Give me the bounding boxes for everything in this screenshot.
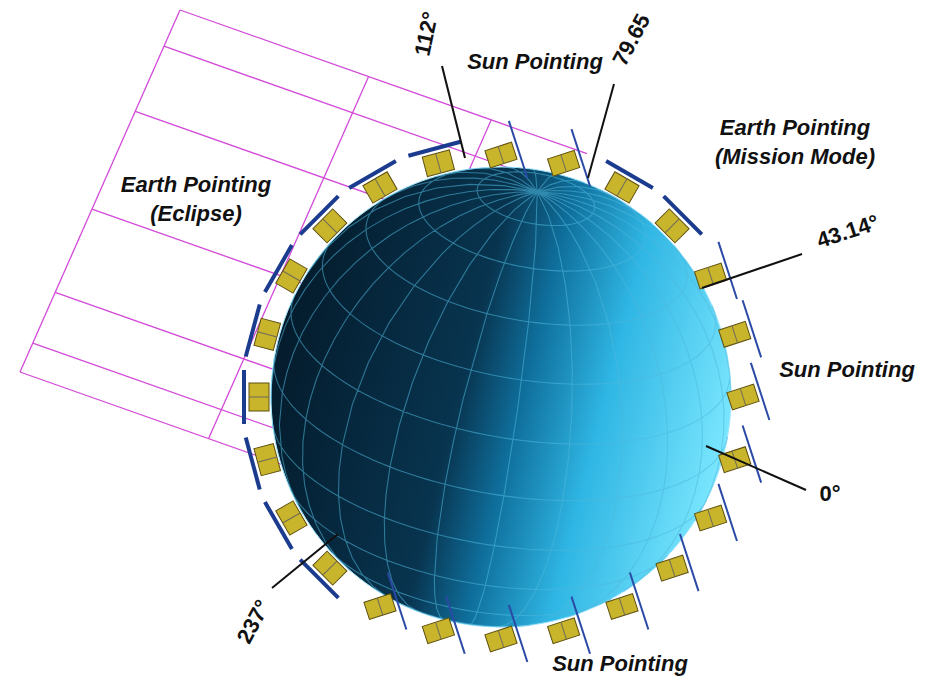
sat-detail: [708, 267, 714, 284]
sat-detail: [323, 219, 337, 233]
cubesat: [712, 300, 761, 367]
sat-body: [719, 321, 751, 347]
sat-detail: [665, 219, 679, 233]
cubesat: [599, 572, 648, 639]
sat-body: [254, 444, 281, 476]
sat-body: [313, 209, 347, 243]
cubesat: [246, 431, 284, 490]
sat-body: [655, 209, 689, 243]
sat-detail: [258, 332, 277, 337]
sat-body: [606, 594, 638, 620]
cubesat: [688, 242, 737, 309]
sat-detail: [708, 509, 714, 526]
sat-detail: [619, 598, 625, 615]
sat-body: [364, 594, 396, 620]
sat-body: [485, 142, 517, 168]
mode-label: Sun Pointing: [467, 48, 603, 77]
leader-line: [588, 84, 614, 178]
cubesat: [300, 196, 356, 252]
sat-body: [422, 150, 454, 177]
cubesat: [357, 572, 406, 639]
satellites: [244, 121, 769, 672]
cubesat: [265, 245, 314, 304]
mode-label: Sun Pointing: [552, 650, 688, 679]
angle-label: 43.14°: [813, 209, 883, 256]
sat-detail: [375, 179, 385, 196]
sat-body: [605, 172, 639, 203]
globe-graticule: [271, 167, 731, 627]
solar-panel: [242, 370, 246, 424]
mode-label: Earth Pointing (Eclipse): [99, 171, 294, 228]
leader-line: [442, 66, 465, 158]
sat-body: [422, 618, 454, 644]
cubesat: [646, 196, 702, 252]
leader-line: [702, 254, 802, 288]
sat-body: [548, 150, 580, 176]
sat-body: [254, 318, 281, 350]
sat-detail: [283, 271, 300, 281]
cubesat: [478, 121, 527, 188]
sat-detail: [258, 457, 277, 462]
sat-detail: [669, 560, 675, 577]
angle-label: 237°: [231, 595, 278, 649]
mode-label: Sun Pointing: [779, 356, 915, 385]
shadow-line: [180, 10, 587, 154]
sat-detail: [283, 513, 300, 523]
cubesat: [478, 605, 527, 672]
mode-label: Earth Pointing (Mission Mode): [690, 114, 900, 171]
leader-line: [272, 534, 338, 588]
sat-detail: [617, 179, 627, 196]
sat-detail: [323, 561, 337, 575]
cubesat: [720, 363, 769, 430]
cubesat: [541, 129, 590, 196]
cubesat: [349, 161, 408, 210]
sat-detail: [436, 622, 442, 639]
cubesat: [265, 490, 314, 549]
cubesat: [300, 542, 356, 598]
sat-detail: [498, 630, 504, 647]
sat-body: [249, 383, 269, 411]
sat-detail: [249, 397, 269, 398]
cubesat: [244, 370, 269, 424]
cubesat: [416, 597, 465, 664]
angle-label: 0°: [819, 480, 840, 509]
cubesat: [650, 534, 699, 601]
angle-label: 112°: [408, 9, 445, 58]
sat-body: [485, 626, 517, 652]
sat-detail: [740, 388, 746, 405]
cubesat: [688, 484, 737, 551]
leader-line: [706, 446, 806, 490]
cubesat: [408, 142, 467, 180]
sat-body: [276, 501, 307, 535]
sat-detail: [732, 326, 738, 343]
angle-label: 79.65: [606, 9, 657, 71]
earth-globe: [271, 167, 731, 627]
sat-detail: [561, 155, 567, 172]
sat-detail: [561, 622, 567, 639]
sat-body: [656, 555, 688, 581]
sat-body: [276, 259, 307, 293]
sat-body: [313, 551, 347, 585]
sat-body: [363, 172, 397, 203]
sat-detail: [377, 598, 383, 615]
cubesat: [246, 304, 284, 363]
sat-detail: [436, 154, 441, 173]
sat-body: [727, 384, 759, 410]
sat-body: [694, 505, 726, 531]
cubesat: [594, 161, 653, 210]
sat-body: [548, 618, 580, 644]
sat-detail: [498, 146, 504, 163]
